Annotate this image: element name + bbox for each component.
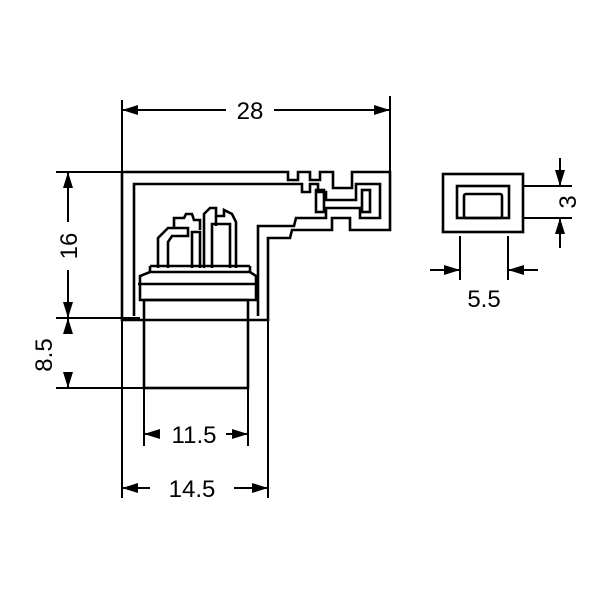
- housing-inner-outline: [132, 182, 382, 316]
- side-view: [120, 170, 392, 390]
- dimension-overall-width: 28: [121, 96, 391, 172]
- dimension-base-width: 14.5: [121, 320, 269, 503]
- terminal-contacts: [156, 206, 238, 268]
- end-view-outer: [441, 172, 525, 234]
- end-view-window: [462, 192, 504, 220]
- label-base-width: 14.5: [169, 476, 216, 503]
- label-inner-width: 11.5: [172, 422, 217, 449]
- lower-body: [142, 298, 250, 390]
- dimension-height-upper: 16: [56, 171, 140, 319]
- arm-slot-1: [314, 188, 326, 214]
- label-overall-width: 28: [237, 98, 264, 125]
- label-height-lower: 8.5: [31, 338, 58, 371]
- dimension-end-view-width: 5.5: [430, 236, 538, 313]
- housing-outline: [120, 170, 392, 322]
- arm-slot-2: [360, 188, 372, 214]
- dimension-height-lower: 8.5: [31, 318, 144, 389]
- label-end-view-height: 3: [555, 195, 582, 208]
- cap-flange: [138, 270, 258, 302]
- end-view: [441, 172, 525, 234]
- label-height-upper: 16: [56, 233, 83, 260]
- label-end-view-width: 5.5: [467, 286, 500, 313]
- dimension-inner-width: 11.5: [143, 388, 249, 449]
- dimension-end-view-height: 3: [523, 158, 582, 248]
